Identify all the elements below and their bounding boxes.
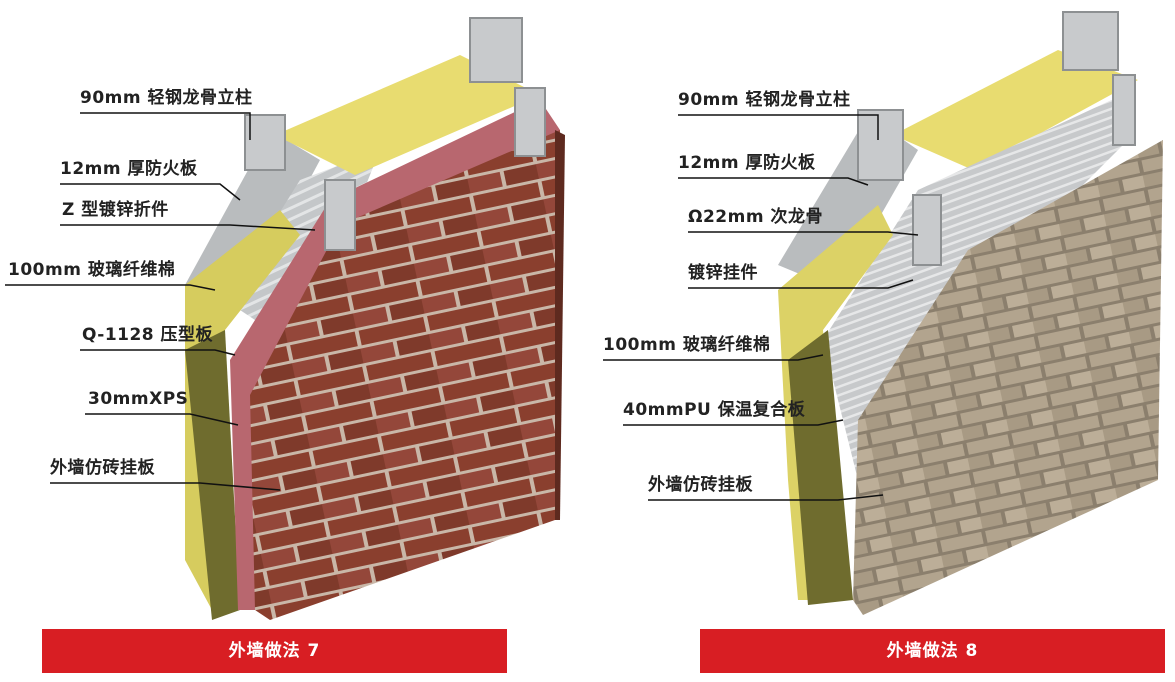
brick-cladding-panel — [250, 130, 560, 620]
wall-section-diagram-8 — [603, 11, 1163, 615]
glass-wool-top — [893, 50, 1138, 170]
caption-wall-method-8: 外墙做法 8 — [700, 629, 1165, 673]
wall-section-diagram-7 — [5, 17, 565, 620]
panel-wall-method-8: 90mm 轻钢龙骨立柱 12mm 厚防火板 Ω22mm 次龙骨 镀锌挂件 100… — [588, 0, 1175, 682]
panel-wall-method-7: 90mm 轻钢龙骨立柱 12mm 厚防火板 Z 型镀锌折件 100mm 玻璃纤维… — [0, 0, 587, 682]
label-z-galvanized-piece: Z 型镀锌折件 — [62, 200, 169, 220]
glass-wool-shadow — [788, 330, 853, 605]
label-omega-sub-keel: Ω22mm 次龙骨 — [688, 207, 823, 227]
label-light-steel-stud: 90mm 轻钢龙骨立柱 — [80, 88, 253, 108]
label-brick-cladding: 外墙仿砖挂板 — [648, 475, 753, 495]
label-brick-cladding: 外墙仿砖挂板 — [50, 458, 155, 478]
label-glass-wool: 100mm 玻璃纤维棉 — [8, 260, 176, 280]
label-glass-wool: 100mm 玻璃纤维棉 — [603, 335, 771, 355]
glass-wool-shadow — [185, 330, 240, 620]
label-pu-composite-board: 40mmPU 保温复合板 — [623, 400, 806, 420]
label-light-steel-stud: 90mm 轻钢龙骨立柱 — [678, 90, 851, 110]
light-steel-stud — [244, 17, 546, 251]
label-fire-board: 12mm 厚防火板 — [60, 159, 198, 179]
light-steel-stud — [857, 11, 1136, 266]
fire-board-surface — [185, 130, 320, 300]
label-corrugated-panel: Q-1128 压型板 — [82, 325, 214, 345]
label-xps: 30mmXPS — [88, 389, 189, 409]
leader-lines — [5, 112, 316, 491]
label-fire-board: 12mm 厚防火板 — [678, 153, 816, 173]
glass-wool-top — [275, 55, 540, 175]
caption-wall-method-7: 外墙做法 7 — [42, 629, 507, 673]
brick-cladding-panel — [853, 140, 1163, 615]
leader-lines — [603, 114, 919, 501]
label-galvanized-hanger: 镀锌挂件 — [688, 263, 758, 283]
